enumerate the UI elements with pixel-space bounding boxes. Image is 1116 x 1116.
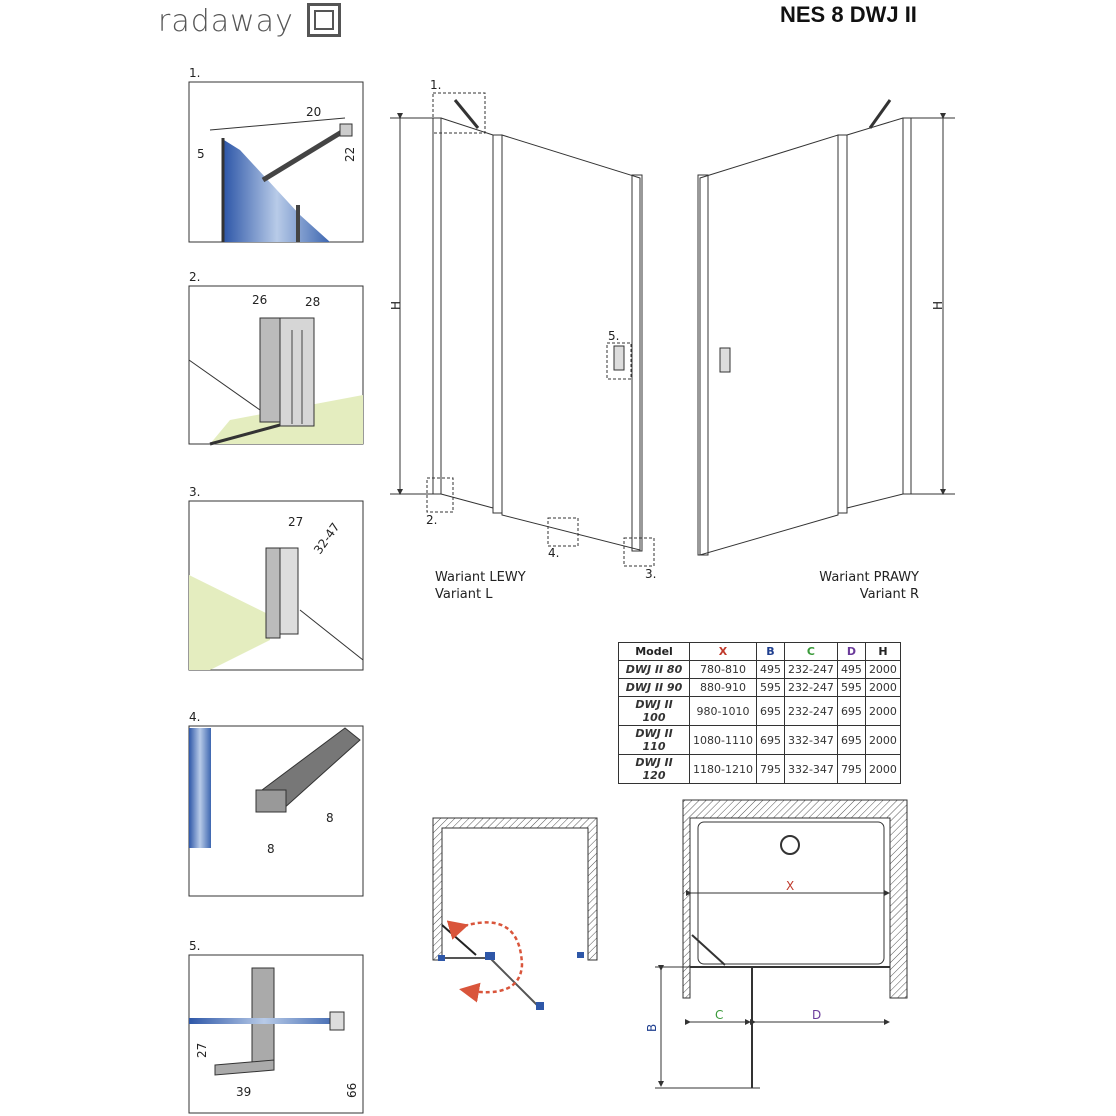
table-cell: 2000	[864, 660, 901, 679]
detail-3: 3. 27 32-47	[188, 485, 364, 671]
table-cell: 695	[836, 696, 866, 726]
detail-label: 5.	[189, 939, 200, 953]
detail-1: 1. 20 5 22	[188, 66, 364, 243]
table-cell: 780-810	[689, 660, 757, 679]
height-label: H	[931, 301, 945, 310]
table-cell: 595	[836, 678, 866, 697]
elevation-right-variant	[697, 99, 955, 556]
variant-label: Wariant LEWY	[435, 570, 526, 585]
table-cell: 2000	[864, 678, 901, 697]
dim-label: 5	[197, 147, 205, 161]
plan-door-swing	[432, 817, 598, 1010]
dim-label: 27	[195, 1043, 209, 1058]
column-header: Model	[618, 642, 690, 661]
table-cell: 795	[836, 754, 866, 784]
callout-label: 1.	[430, 78, 441, 92]
column-header: D	[836, 642, 866, 661]
table-cell: 232-247	[783, 696, 838, 726]
d-dim-label: D	[812, 1008, 821, 1022]
table-cell: 2000	[864, 754, 901, 784]
table-cell: DWJ II 100	[618, 696, 690, 726]
detail-label: 1.	[189, 66, 200, 80]
table-cell: 795	[755, 754, 785, 784]
height-label: H	[389, 301, 403, 310]
table-cell: 2000	[864, 725, 901, 755]
variant-label: Variant L	[435, 587, 493, 602]
variant-label: Wariant PRAWY	[819, 570, 919, 585]
dim-label: 27	[288, 515, 303, 529]
elevation-left-variant	[390, 92, 655, 567]
dim-label: 39	[236, 1085, 251, 1099]
dim-label: 8	[267, 842, 275, 856]
plan-dimensions	[655, 799, 908, 1089]
table-cell: 1080-1110	[689, 725, 757, 755]
table-cell: 332-347	[783, 725, 838, 755]
callout-label: 5.	[608, 329, 619, 343]
dim-label: 26	[252, 293, 267, 307]
c-dim-label: C	[715, 1008, 723, 1022]
variant-label: Variant R	[860, 587, 919, 602]
table-cell: 1180-1210	[689, 754, 757, 784]
detail-5: 5. 27 39 66	[188, 939, 364, 1114]
table-cell: DWJ II 90	[618, 678, 690, 697]
table-cell: 880-910	[689, 678, 757, 697]
table-cell: 595	[755, 678, 785, 697]
dim-label: 20	[306, 105, 321, 119]
dim-label: 28	[305, 295, 320, 309]
table-cell: 695	[755, 725, 785, 755]
column-header: C	[783, 642, 838, 661]
page-title: NES 8 DWJ II	[780, 2, 917, 27]
table-cell: DWJ II 120	[618, 754, 690, 784]
table-cell: DWJ II 110	[618, 725, 690, 755]
detail-label: 4.	[189, 710, 200, 724]
dim-label: 8	[326, 811, 334, 825]
x-dim-label: X	[786, 879, 794, 893]
callout-label: 4.	[548, 546, 559, 560]
table-cell: 495	[755, 660, 785, 679]
detail-label: 2.	[189, 270, 200, 284]
brand-logo: radaway	[158, 4, 294, 39]
dim-label: 66	[345, 1083, 359, 1098]
table-cell: 2000	[864, 696, 901, 726]
table-cell: 695	[755, 696, 785, 726]
b-dim-label: B	[645, 1024, 659, 1032]
column-header: X	[689, 642, 757, 661]
brand-logo-mark	[307, 3, 341, 37]
table-cell: 495	[836, 660, 866, 679]
table-cell: 695	[836, 725, 866, 755]
column-header: H	[864, 642, 901, 661]
table-cell: 980-1010	[689, 696, 757, 726]
dim-label: 22	[343, 147, 357, 162]
callout-label: 3.	[645, 567, 656, 581]
detail-2: 2. 26 28	[188, 270, 364, 446]
table-cell: 232-247	[783, 660, 838, 679]
table-cell: 332-347	[783, 754, 838, 784]
table-cell: DWJ II 80	[618, 660, 690, 679]
table-cell: 232-247	[783, 678, 838, 697]
callout-label: 2.	[426, 513, 437, 527]
column-header: B	[755, 642, 785, 661]
brand-name: radaway	[158, 4, 294, 39]
detail-4: 4. 8 8	[188, 710, 364, 897]
detail-label: 3.	[189, 485, 200, 499]
